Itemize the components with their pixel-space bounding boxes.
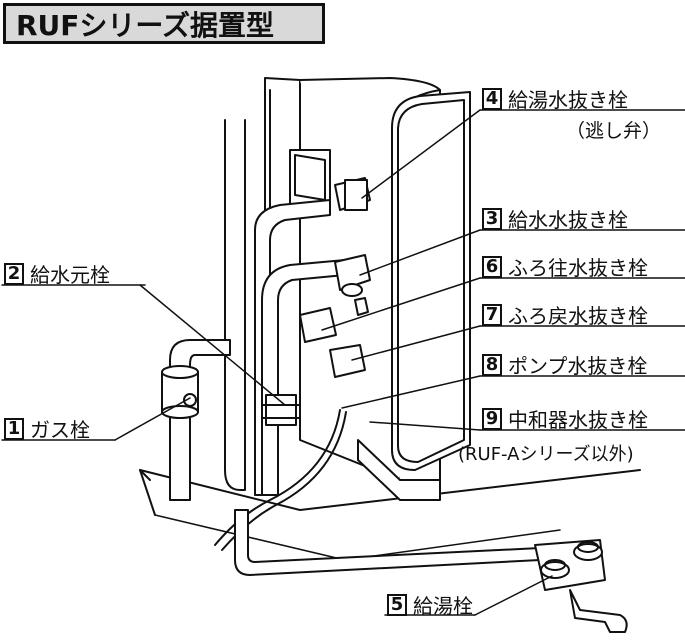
- pipe-3: [261, 259, 346, 496]
- pipe-upper-1: [224, 119, 246, 491]
- label-text: 給水水抜き栓: [508, 208, 628, 232]
- label-number: 3: [482, 207, 502, 230]
- label-text: 給湯栓: [413, 594, 473, 618]
- diagram-title: RUFシリーズ据置型: [16, 8, 275, 42]
- label-text: ふろ往水抜き栓: [508, 256, 648, 280]
- label-number: 8: [482, 353, 502, 376]
- pipe-left-gas: [169, 399, 191, 501]
- label-text: ポンプ水抜き栓: [508, 354, 648, 378]
- diagram-title-box: RUFシリーズ据置型: [3, 3, 325, 44]
- label-underlines: [1, 109, 685, 616]
- label-neutralizer-drain: 9 中和器水抜き栓: [482, 404, 648, 433]
- label-number: 6: [482, 255, 502, 278]
- bath-return-drain-plug: [329, 344, 366, 378]
- label-number: 1: [4, 417, 24, 440]
- label-number: 5: [387, 593, 407, 616]
- bath-supply-drain-plug: [299, 307, 337, 343]
- label-text: 中和器水抜き栓: [508, 408, 648, 432]
- label-hot-water-drain-sub: （逃し弁）: [566, 120, 662, 142]
- label-text: 給湯水抜き栓: [508, 88, 628, 112]
- label-hot-water-faucet: 5 給湯栓: [387, 590, 473, 619]
- label-bath-supply-drain: 6 ふろ往水抜き栓: [482, 252, 648, 281]
- water-main-valve: [265, 394, 297, 426]
- faucet-spout: [569, 589, 628, 633]
- heater-front-panel: [391, 91, 471, 471]
- leader-lines: [114, 109, 553, 616]
- label-text: ガス栓: [30, 418, 90, 442]
- label-text: ふろ戻水抜き栓: [508, 304, 648, 328]
- label-number: 7: [482, 303, 502, 326]
- faucet-pipe: [234, 509, 541, 576]
- label-text: 給水元栓: [30, 263, 110, 287]
- label-number: 4: [482, 87, 502, 110]
- label-number: 2: [4, 262, 24, 285]
- label-water-main-valve: 2 給水元栓: [4, 259, 110, 288]
- label-bath-return-drain: 7 ふろ戻水抜き栓: [482, 300, 648, 329]
- label-cold-water-drain: 3 給水水抜き栓: [482, 204, 628, 233]
- label-hot-water-drain: 4 給湯水抜き栓: [482, 84, 628, 113]
- cold-water-drain-plug: [334, 254, 371, 291]
- drain-hose: [214, 409, 341, 546]
- label-number: 9: [482, 407, 502, 430]
- label-neutralizer-drain-sub: (RUF-Aシリーズ以外): [458, 444, 634, 465]
- label-pump-drain: 8 ポンプ水抜き栓: [482, 350, 647, 379]
- label-gas-valve: 1 ガス栓: [4, 414, 90, 443]
